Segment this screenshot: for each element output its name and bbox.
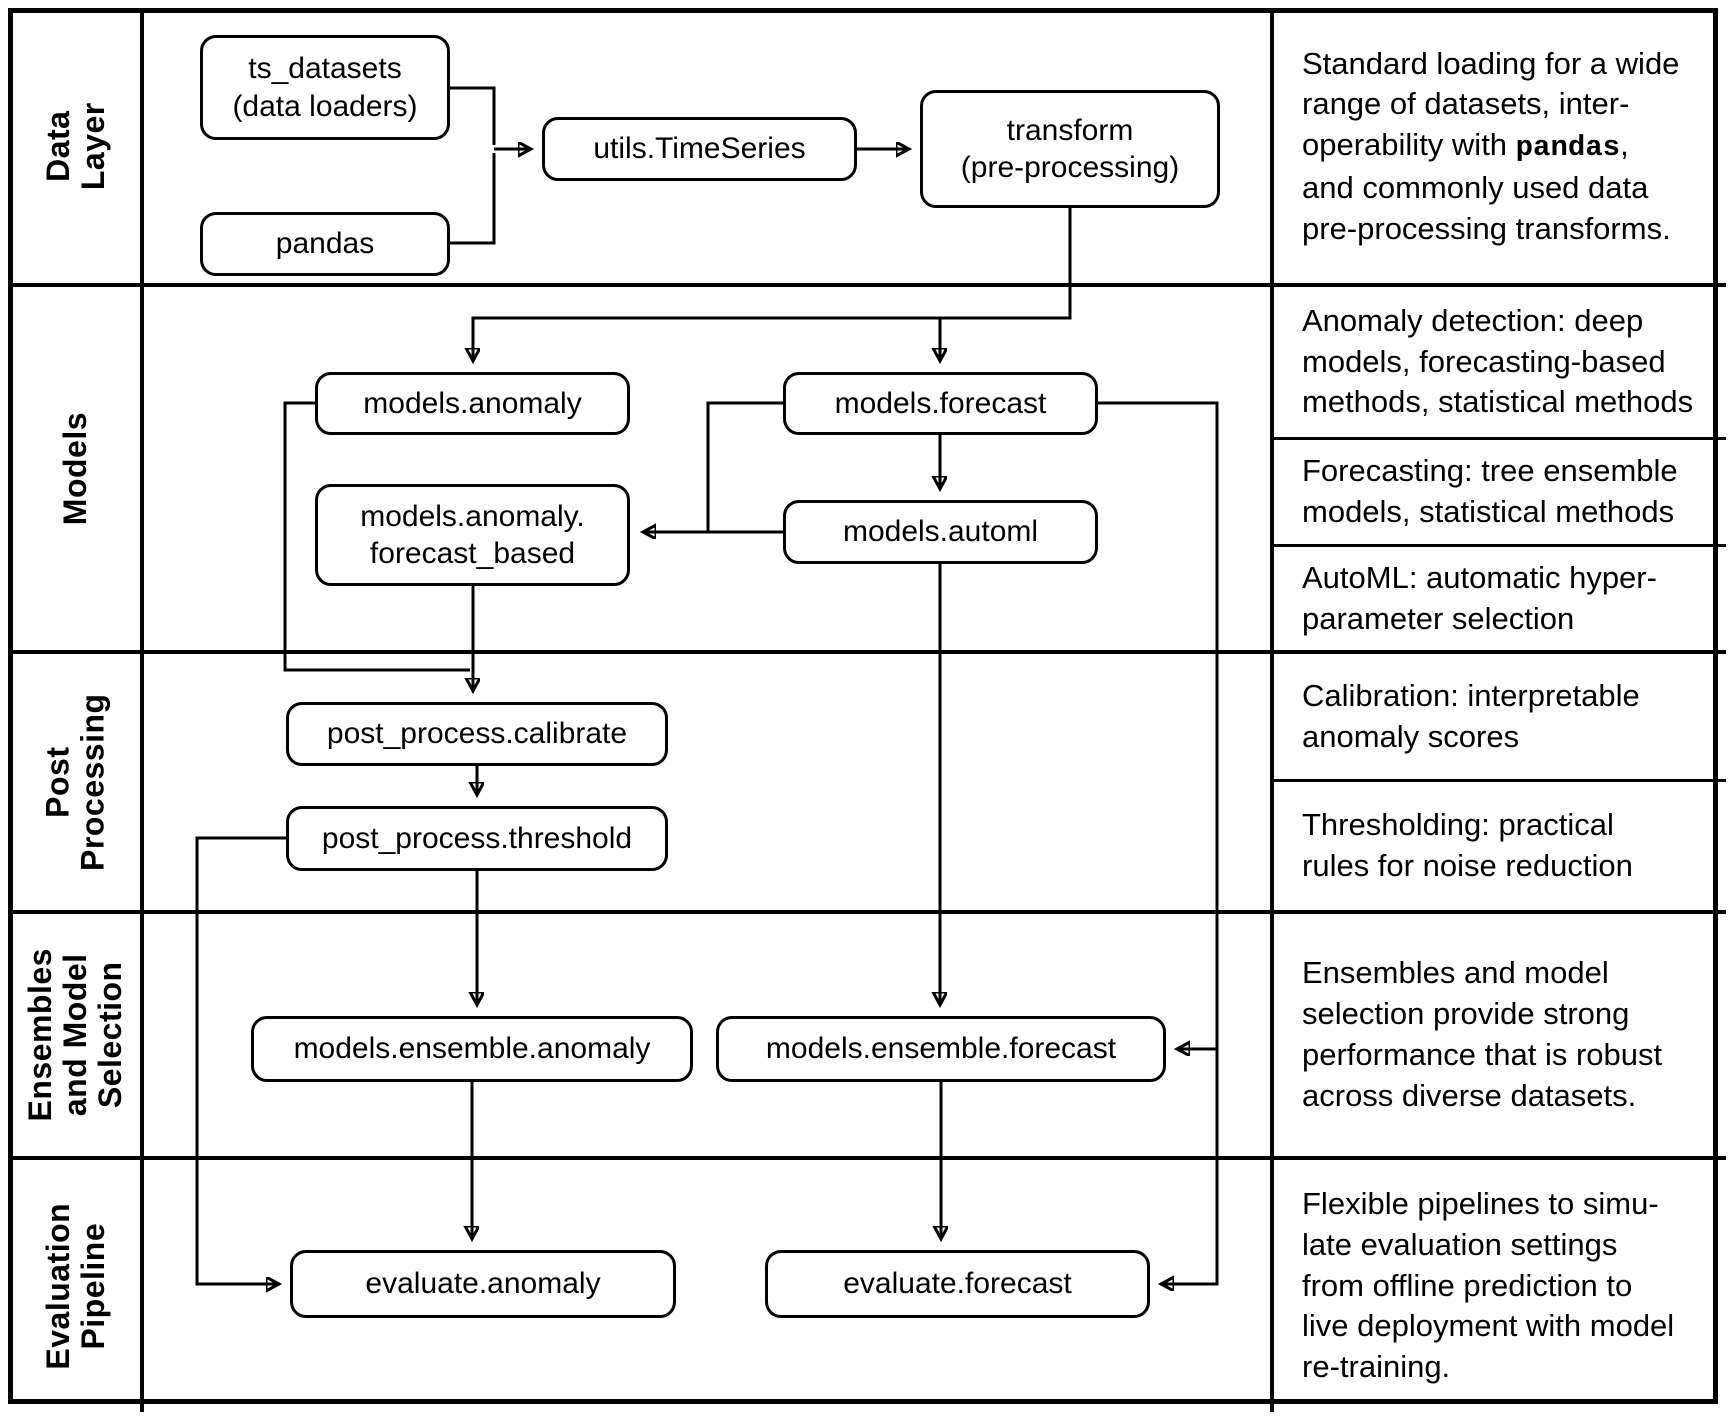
row-divider-1	[10, 283, 1726, 287]
desc-evaluation: Flexible pipelines to simu- late evaluat…	[1302, 1185, 1675, 1385]
divider-diagram-descriptions	[1270, 10, 1274, 1412]
desc-thresholding: Thresholding: practical rules for noise …	[1302, 807, 1633, 883]
row-divider-3	[10, 910, 1726, 914]
desc-ensembles: Ensembles and model selection provide st…	[1302, 955, 1663, 1113]
edge-forecast-to-forecastbased-elbow	[706, 401, 783, 532]
node-models-automl: models.automl	[783, 500, 1098, 564]
node-ensemble-anomaly: models.ensemble.anomaly	[251, 1016, 693, 1082]
edge-tsdatasets-merge	[450, 86, 496, 145]
desc-divider-calibration-thresholding	[1272, 779, 1726, 782]
pandas-mono-text: pandas	[1515, 131, 1621, 165]
node-utils-timeseries: utils.TimeSeries	[542, 117, 857, 181]
edge-threshold-to-evaluate-anomaly	[195, 836, 286, 1284]
node-post-process-calibrate: post_process.calibrate	[286, 702, 668, 766]
desc-data-layer-text: Standard loading for a wide range of dat…	[1302, 45, 1680, 246]
node-pandas: pandas	[200, 212, 450, 276]
edge-forecast-to-evaluate-forecast	[1098, 401, 1219, 1284]
node-post-process-threshold: post_process.threshold	[286, 806, 668, 871]
edge-anomaly-to-calibrate-elbow	[283, 401, 470, 672]
node-models-anomaly: models.anomaly	[315, 372, 630, 435]
node-evaluate-forecast: evaluate.forecast	[765, 1250, 1150, 1318]
desc-calibration: Calibration: interpretable anomaly score…	[1302, 677, 1640, 754]
desc-automl: AutoML: automatic hyper- parameter selec…	[1302, 559, 1657, 636]
desc-forecasting: Forecasting: tree ensemble models, stati…	[1302, 453, 1678, 529]
node-evaluate-anomaly: evaluate.anomaly	[290, 1250, 676, 1318]
edge-pandas-merge	[450, 153, 496, 245]
desc-divider-anomaly-forecasting	[1272, 437, 1726, 440]
row-divider-2	[10, 650, 1726, 654]
node-models-forecast: models.forecast	[783, 372, 1098, 435]
node-ensemble-forecast: models.ensemble.forecast	[716, 1016, 1166, 1082]
edge-transform-to-models-anomaly	[473, 208, 1072, 360]
divider-labels-diagram	[140, 10, 144, 1412]
desc-anomaly-detection: Anomaly detection: deep models, forecast…	[1302, 302, 1694, 420]
desc-data-layer: Standard loading for a wide range of dat…	[1276, 10, 1726, 283]
node-forecast-based: models.anomaly. forecast_based	[315, 484, 630, 586]
node-ts-datasets: ts_datasets (data loaders)	[200, 35, 450, 140]
desc-divider-forecasting-automl	[1272, 544, 1726, 547]
node-transform: transform (pre-processing)	[920, 90, 1220, 208]
outer-border	[8, 8, 1718, 1404]
row-divider-4	[10, 1156, 1726, 1160]
